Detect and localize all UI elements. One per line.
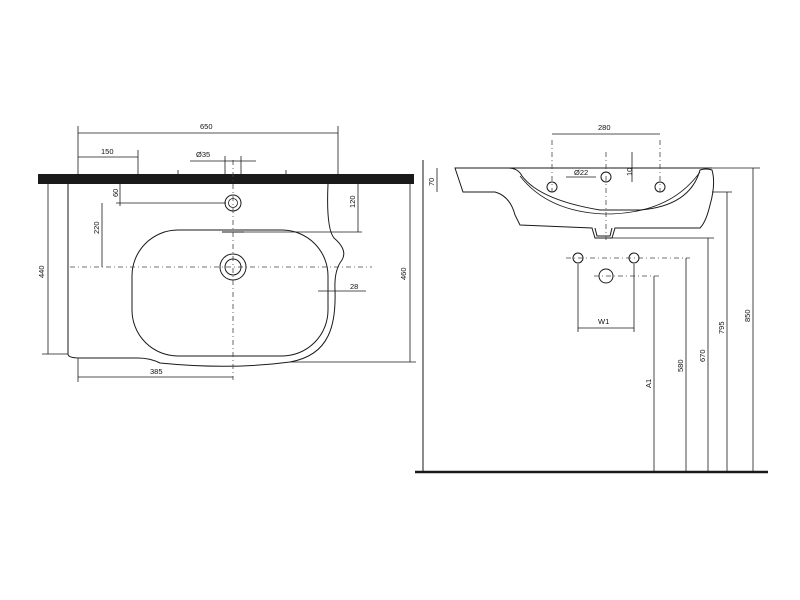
basin-profile	[454, 167, 715, 239]
top-view: 650 150 Ø35 440 460 60 220 120 28	[37, 122, 416, 382]
dim-795: 795	[717, 321, 726, 334]
dim-28: 28	[350, 282, 358, 291]
dim-580: 580	[676, 359, 685, 372]
dim-w1: W1	[598, 317, 609, 326]
dim-120: 120	[348, 195, 357, 208]
dim-10: 10	[625, 168, 634, 176]
dim-280: 280	[598, 123, 611, 132]
dim-650: 650	[200, 122, 213, 131]
drain-trap	[594, 227, 613, 237]
inner-bowl-profile	[519, 171, 701, 215]
dim-d35: Ø35	[196, 150, 210, 159]
dim-850: 850	[743, 309, 752, 322]
dim-d22: Ø22	[574, 168, 588, 177]
dim-60: 60	[111, 189, 120, 197]
inner-bowl	[131, 229, 329, 357]
dim-460: 460	[399, 267, 408, 280]
dim-220: 220	[92, 221, 101, 234]
countertop-slab	[38, 174, 414, 184]
dim-70: 70	[427, 178, 436, 186]
basin-outline	[67, 183, 345, 367]
side-view: 280 Ø22 10 70 W1 A1 580 670 7	[415, 123, 768, 474]
dim-440: 440	[37, 265, 46, 278]
dim-a1: A1	[644, 379, 653, 388]
dim-670: 670	[698, 349, 707, 362]
dim-385: 385	[150, 367, 163, 376]
dim-150: 150	[101, 147, 114, 156]
